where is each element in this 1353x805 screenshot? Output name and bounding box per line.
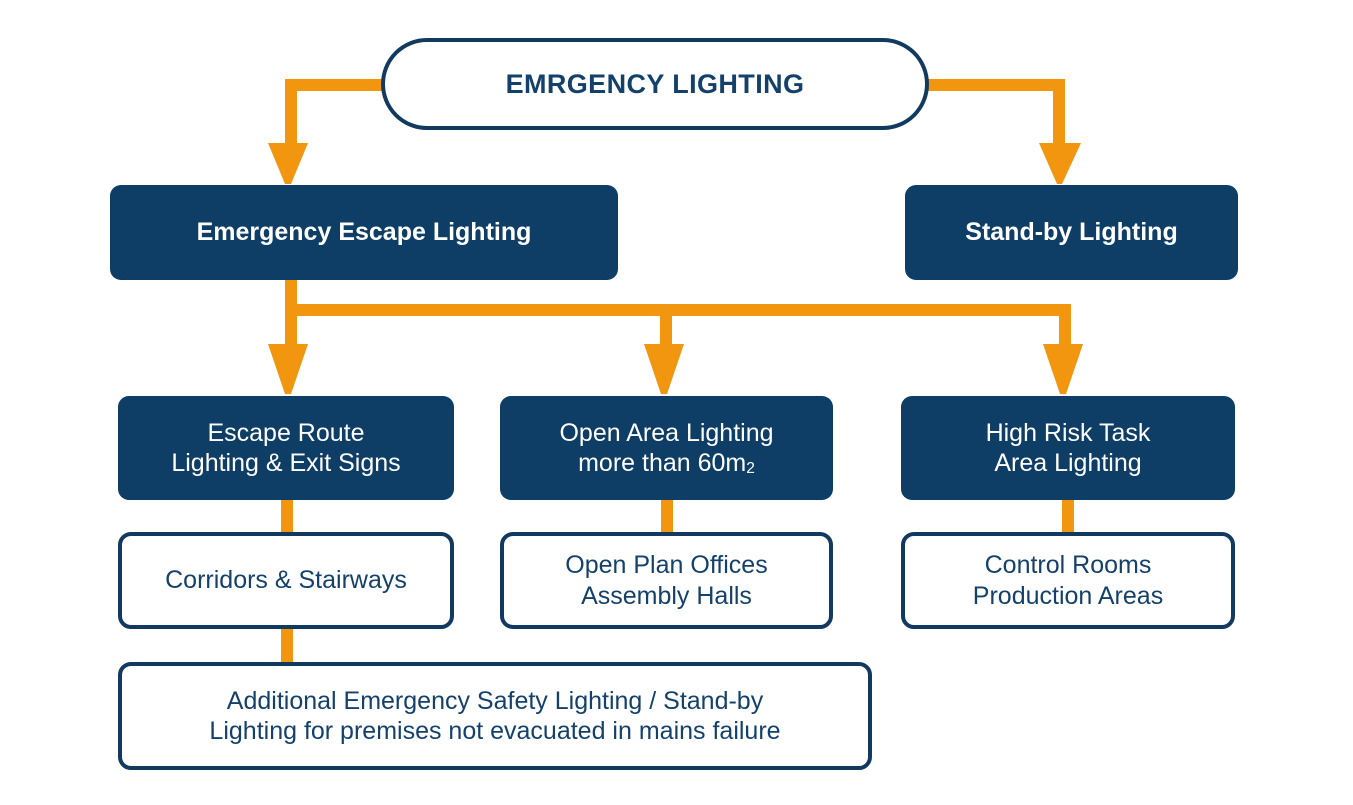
node-control-rooms[interactable]: Control Rooms Production Areas [901,532,1235,629]
connector-escape-three-way [268,280,1083,394]
control-rooms-line-2: Production Areas [972,581,1164,610]
open-plan-line-1: Open Plan Offices [565,551,768,579]
node-emergency-escape-lighting-label: Emergency Escape Lighting [196,218,532,247]
connector-corridors-to-additional [281,627,293,664]
connector-row3-to-row4 [281,498,1074,534]
open-area-unit-subscript: 2 [746,459,755,477]
open-area-line-1: Open Area Lighting [559,418,774,447]
node-emergency-lighting[interactable]: EMRGENCY LIGHTING [381,38,929,130]
node-open-area-lighting[interactable]: Open Area Lighting more than 60m2 [500,396,833,500]
node-corridors-and-stairways[interactable]: Corridors & Stairways [118,532,454,629]
connector-title-to-standby [913,79,1081,184]
node-open-plan-offices[interactable]: Open Plan Offices Assembly Halls [500,532,833,629]
node-additional-emergency-safety-lighting[interactable]: Additional Emergency Safety Lighting / S… [118,662,872,770]
open-area-line-2-text: more than 60m [578,449,747,477]
node-emergency-escape-lighting[interactable]: Emergency Escape Lighting [110,185,618,280]
node-escape-route-lighting-label: Escape Route Lighting & Exit Signs [161,418,410,479]
open-plan-line-2: Assembly Halls [581,581,752,610]
control-rooms-line-1: Control Rooms [984,551,1152,579]
node-open-plan-offices-label: Open Plan Offices Assembly Halls [555,550,777,611]
node-high-risk-task-area-lighting-label: High Risk Task Area Lighting [976,418,1161,479]
node-corridors-and-stairways-label: Corridors & Stairways [165,566,407,595]
connector-title-to-escape [268,79,397,184]
node-open-area-lighting-label: Open Area Lighting more than 60m2 [549,418,783,479]
high-risk-line-1: High Risk Task [985,418,1151,447]
additional-line-2: Lighting for premises not evacuated in m… [209,717,781,745]
node-stand-by-lighting[interactable]: Stand-by Lighting [905,185,1238,280]
high-risk-line-2: Area Lighting [994,449,1142,477]
node-emergency-lighting-label: EMRGENCY LIGHTING [505,68,805,99]
node-control-rooms-label: Control Rooms Production Areas [963,550,1173,611]
node-high-risk-task-area-lighting[interactable]: High Risk Task Area Lighting [901,396,1235,500]
escape-route-line-1: Escape Route [207,418,365,447]
node-additional-emergency-safety-lighting-label: Additional Emergency Safety Lighting / S… [199,686,790,747]
additional-line-1: Additional Emergency Safety Lighting / S… [226,686,764,715]
node-stand-by-lighting-label: Stand-by Lighting [965,218,1178,247]
node-escape-route-lighting[interactable]: Escape Route Lighting & Exit Signs [118,396,454,500]
escape-route-line-2: Lighting & Exit Signs [171,449,401,477]
open-area-line-2: more than 60m2 [578,449,755,477]
